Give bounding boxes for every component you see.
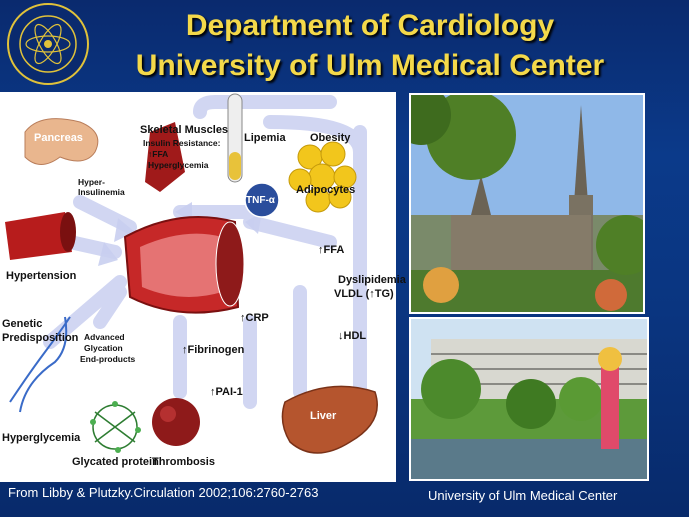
title-line-1: Department of Cardiology: [185, 9, 555, 42]
label-predisposition: Predisposition: [2, 332, 79, 344]
label-thrombosis: Thrombosis: [152, 456, 215, 468]
label-adipocytes: Adipocytes: [296, 184, 356, 196]
page-title: Department of Cardiology University of U…: [100, 6, 640, 86]
label-fibrinogen: ↑Fibrinogen: [182, 344, 245, 356]
label-age-2: Glycation: [84, 343, 123, 353]
label-hyperglycemia: Hyperglycemia: [2, 432, 81, 444]
label-glycated-protein: Glycated protein: [72, 456, 159, 468]
label-hyperinsulinemia-1: Hyper-: [78, 177, 105, 187]
label-obesity: Obesity: [310, 132, 351, 144]
label-pai1: ↑PAI-1: [210, 386, 243, 398]
photo-caption: University of Ulm Medical Center: [428, 488, 618, 503]
label-insulin-resistance: Insulin Resistance:: [143, 138, 221, 148]
label-liver: Liver: [310, 410, 337, 422]
label-genetic: Genetic: [2, 318, 43, 330]
label-tnf-alpha: TNF-α: [246, 195, 275, 206]
label-ffa-muscle: ↑FFA: [148, 149, 169, 159]
label-pancreas: Pancreas: [34, 132, 83, 144]
label-crp: ↑CRP: [240, 312, 269, 324]
diagram-graphics: [5, 93, 378, 454]
label-age-3: End-products: [80, 354, 136, 364]
citation-text: From Libby & Plutzky.Circulation 2002;10…: [8, 485, 319, 500]
title-line-2: University of Ulm Medical Center: [135, 49, 605, 82]
medical-center-photo: [409, 317, 649, 481]
label-hypertension: Hypertension: [6, 270, 77, 282]
label-ffa-adipose: ↑FFA: [318, 244, 345, 256]
university-logo: [6, 2, 90, 86]
cathedral-photo: [409, 93, 645, 314]
label-skeletal-muscles: Skeletal Muscles: [140, 124, 229, 136]
label-dyslipidemia: Dyslipidemia: [338, 274, 406, 286]
label-hyperglycemia-muscle: Hyperglycemia: [148, 160, 209, 170]
label-hdl: ↓HDL: [338, 330, 367, 342]
label-lipemia: Lipemia: [244, 132, 286, 144]
label-age-1: Advanced: [84, 332, 125, 342]
metabolic-syndrome-diagram: Pancreas Hyper- Insulinemia Skeletal Mus…: [0, 92, 406, 482]
label-vldl: VLDL (↑TG): [334, 288, 394, 300]
label-hyperinsulinemia-2: Insulinemia: [78, 187, 125, 197]
